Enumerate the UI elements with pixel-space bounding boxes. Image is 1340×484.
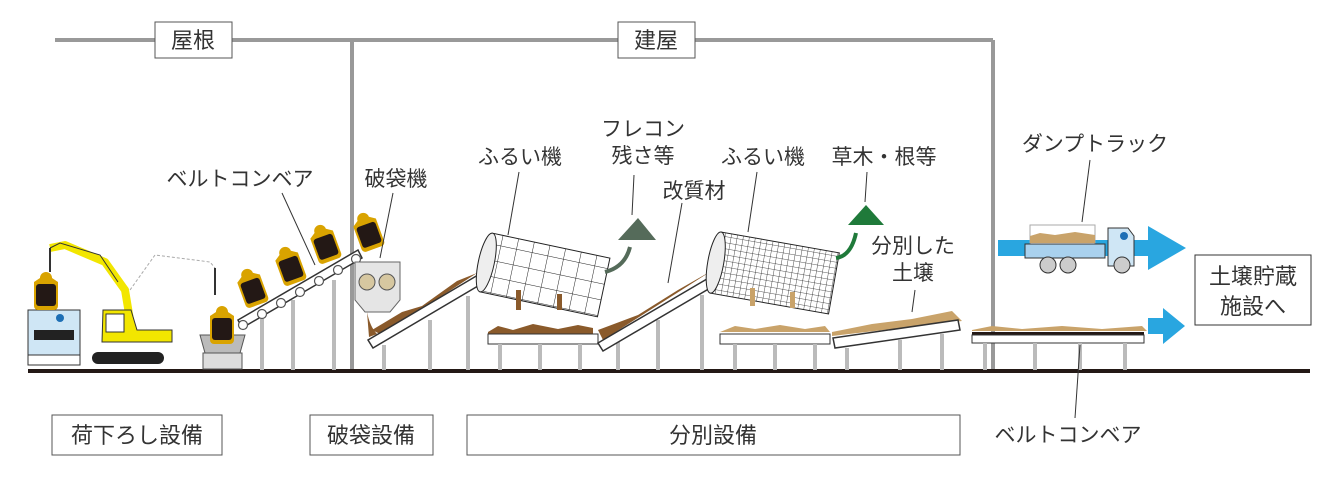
sieve-1-label: ふるい機 (478, 145, 562, 169)
raw-soil-flat-conveyor (487, 324, 599, 370)
modifier-label: 改質材 (663, 179, 726, 203)
bag-icon (210, 306, 234, 344)
flecon-label: フレコン (601, 117, 685, 141)
svg-text:分別設備: 分別設備 (669, 424, 757, 449)
section-bag-breaking: 破袋設備 (309, 414, 434, 456)
sorted-soil-conveyor (719, 311, 962, 370)
svg-text:建屋: 建屋 (634, 29, 678, 54)
down-arrow-icon (516, 290, 521, 310)
vegetation-label: 草木・根等 (832, 145, 937, 169)
belt-conveyor-label: ベルトコンベア (167, 167, 314, 191)
building-label: 建屋 (617, 21, 696, 59)
down-arrow-icon (790, 292, 795, 308)
section-sorting: 分別設備 (466, 414, 961, 456)
vegetation-arrow (835, 232, 858, 260)
svg-text:破袋設備: 破袋設備 (327, 424, 415, 449)
bag-breaker-machine (354, 261, 401, 337)
flow-arrow-icon (1148, 308, 1185, 344)
residue-pile (618, 218, 656, 240)
delivery-truck (27, 309, 81, 366)
section-unloading: 荷下ろし設備 (51, 414, 223, 456)
outdoor-belt-conveyor (971, 326, 1147, 370)
dump-truck-label: ダンプトラック (1022, 132, 1168, 156)
bag-conveyor (237, 248, 363, 370)
sorted-soil-label-2: 土壌 (892, 261, 934, 285)
bag-icon (34, 272, 58, 310)
sieve-drum-2 (705, 231, 840, 315)
bag-icon (271, 243, 308, 288)
roof-label: 屋根 (154, 21, 233, 59)
svg-text:荷下ろし設備: 荷下ろし設備 (71, 424, 203, 449)
sieve-drum-1 (475, 232, 611, 318)
svg-text:施設へ: 施設へ (1220, 295, 1286, 320)
dump-truck (1024, 224, 1135, 274)
bag-icon (349, 209, 386, 254)
belt-conveyor-bottom-label: ベルトコンベア (995, 423, 1142, 447)
modified-soil-incline-conveyor (596, 270, 719, 370)
leader-lines (281, 159, 1091, 419)
svg-text:土壌貯蔵: 土壌貯蔵 (1209, 265, 1297, 290)
residue-arrow (604, 246, 632, 274)
bag-breaker-label: 破袋機 (365, 167, 428, 191)
sorted-soil-label-1: 分別した (871, 234, 955, 258)
residue-label: 残さ等 (612, 144, 675, 168)
excavator (49, 241, 216, 364)
vegetation-pile (848, 205, 884, 225)
svg-text:屋根: 屋根 (171, 29, 215, 54)
down-arrow-icon (557, 294, 562, 310)
sieve-2-label: ふるい機 (721, 145, 805, 169)
storage-facility-box: 土壌貯蔵 施設へ (1194, 254, 1312, 326)
down-arrow-icon (750, 288, 755, 306)
bag-icon (233, 265, 270, 310)
